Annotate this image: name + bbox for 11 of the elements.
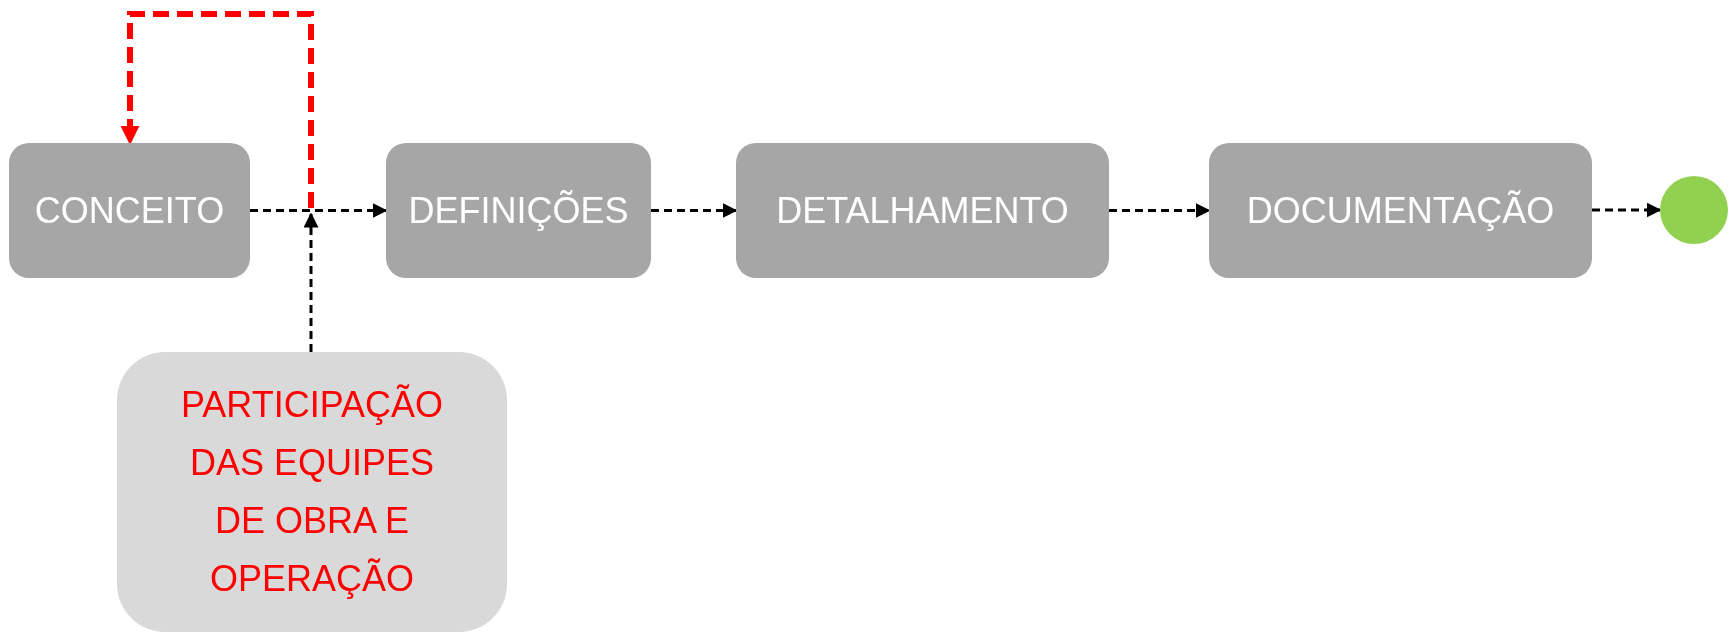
process-box: CONCEITO bbox=[9, 143, 250, 278]
process-box: DEFINIÇÕES bbox=[386, 143, 651, 278]
arrow bbox=[1592, 202, 1662, 218]
arrow bbox=[250, 203, 388, 218]
arrow bbox=[651, 203, 738, 218]
arrow bbox=[120, 11, 314, 208]
note-box: PARTICIPAÇÃO DAS EQUIPES DE OBRA E OPERAÇÃO bbox=[117, 352, 507, 632]
arrow bbox=[1109, 203, 1211, 218]
process-box: DETALHAMENTO bbox=[736, 143, 1109, 278]
arrow bbox=[303, 212, 319, 352]
process-box: DOCUMENTAÇÃO bbox=[1209, 143, 1592, 278]
